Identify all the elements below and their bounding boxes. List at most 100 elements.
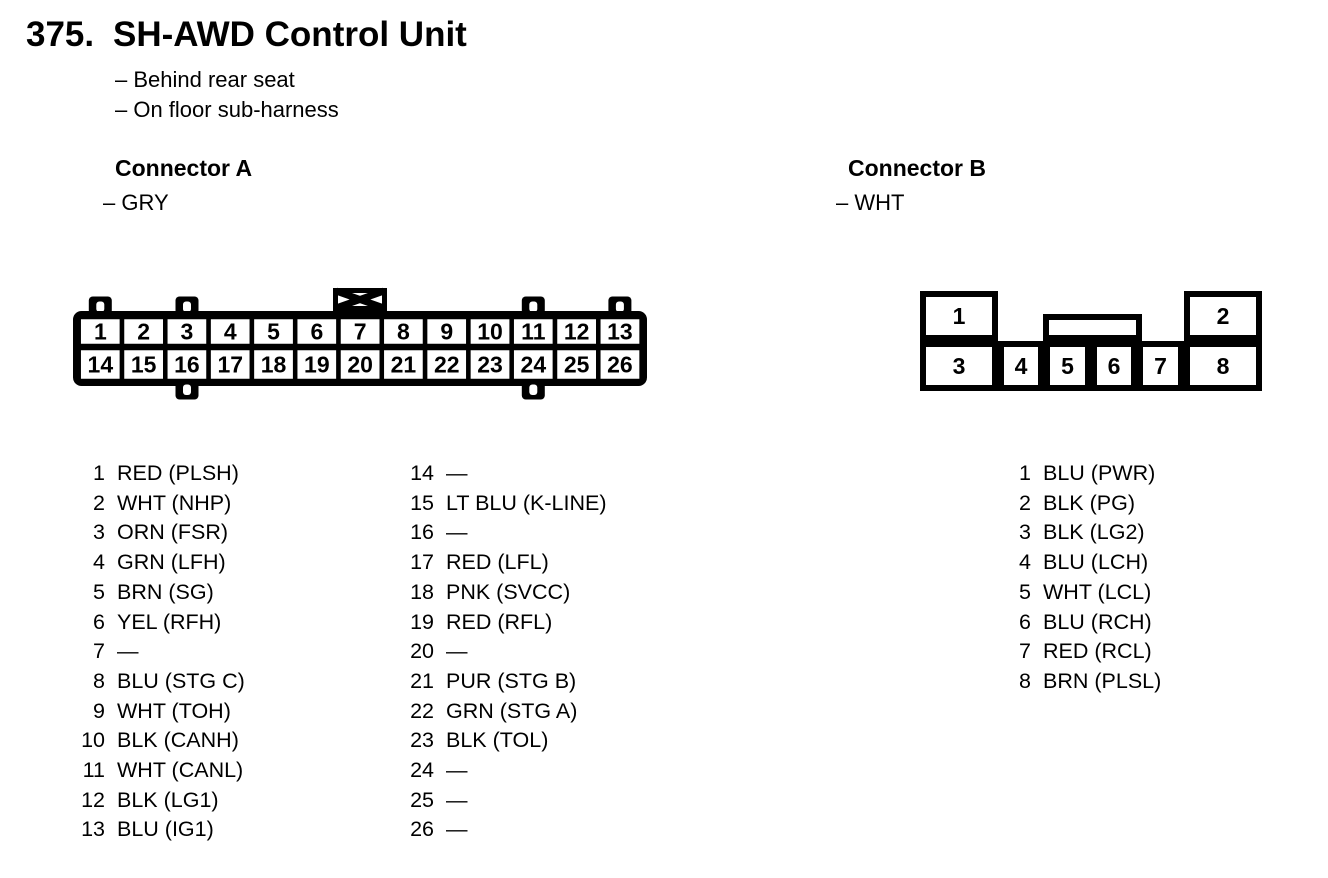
pin-row: 15 LT BLU (K-LINE) bbox=[409, 489, 607, 519]
location-notes: – Behind rear seat – On floor sub-harnes… bbox=[115, 65, 339, 124]
pin-number: 9 bbox=[93, 698, 105, 723]
pin-row: 13 BLU (IG1) bbox=[80, 815, 245, 845]
connector-a-pin-cell bbox=[509, 345, 558, 384]
pin-cell-number: 12 bbox=[564, 319, 590, 345]
pin-row: 18 PNK (SVCC) bbox=[409, 578, 607, 608]
pin-number: 21 bbox=[410, 668, 434, 693]
pin-number: 8 bbox=[1019, 668, 1031, 693]
pin-cell-number: 19 bbox=[304, 352, 330, 378]
pin-wire-label: BLU (LCH) bbox=[1043, 550, 1149, 575]
pin-number: 8 bbox=[93, 668, 105, 693]
pin-cell-number: 3 bbox=[181, 319, 194, 345]
connector-a-pin-cell bbox=[163, 345, 211, 384]
pin-cell-number: 18 bbox=[261, 352, 287, 378]
pin-number: 12 bbox=[81, 787, 105, 812]
pin-cell-number: 15 bbox=[131, 352, 157, 378]
connector-b-key-bump bbox=[1043, 314, 1142, 341]
location-note: – On floor sub-harness bbox=[115, 96, 339, 122]
pin-wire-label: GRN (STG A) bbox=[446, 698, 578, 723]
pin-cell-number: 21 bbox=[391, 352, 417, 378]
pin-wire-label: RED (RFL) bbox=[446, 609, 553, 634]
pin-cell-number: 5 bbox=[1061, 353, 1074, 379]
connector-a-bottom-tabs bbox=[175, 381, 545, 400]
pin-number: 19 bbox=[410, 609, 434, 634]
pin-cell-number: 4 bbox=[1015, 353, 1028, 379]
pin-wire-label: BRN (PLSL) bbox=[1043, 668, 1162, 693]
pin-wire-label: RED (PLSH) bbox=[117, 461, 239, 485]
pin-wire-label: WHT (CANL) bbox=[117, 758, 244, 783]
connector-a-pin-cell bbox=[596, 345, 644, 384]
page-title-text: SH-AWD Control Unit bbox=[113, 15, 467, 54]
pin-number: 1 bbox=[93, 461, 105, 485]
connector-a-pin-cell bbox=[206, 345, 255, 384]
pin-row: 17 RED (LFL) bbox=[409, 548, 607, 578]
pin-row: 19 RED (RFL) bbox=[409, 608, 607, 638]
pin-wire-label: LT BLU (K-LINE) bbox=[446, 490, 607, 515]
pin-wire-label: ORN (FSR) bbox=[117, 520, 229, 545]
pin-cell-number: 4 bbox=[224, 319, 237, 345]
pin-cell-number: 23 bbox=[477, 352, 503, 378]
pin-cell-number: 8 bbox=[1217, 353, 1230, 379]
pin-wire-label: PUR (STG B) bbox=[446, 668, 577, 693]
pin-wire-label: BLU (STG C) bbox=[117, 668, 245, 693]
connector-b-color-note: – WHT bbox=[836, 190, 905, 215]
pin-wire-label: — bbox=[446, 520, 468, 545]
pin-number: 7 bbox=[1019, 639, 1031, 664]
pin-number: 15 bbox=[410, 490, 434, 515]
pin-wire-label: PNK (SVCC) bbox=[446, 579, 571, 604]
pin-row: 4 BLU (LCH) bbox=[1006, 548, 1161, 578]
pin-wire-label: — bbox=[117, 639, 139, 664]
pin-number: 3 bbox=[93, 520, 105, 545]
pin-number: 4 bbox=[1019, 550, 1031, 575]
pin-number: 5 bbox=[93, 579, 105, 604]
pin-number: 22 bbox=[410, 698, 434, 723]
pin-cell-number: 16 bbox=[174, 352, 200, 378]
pin-wire-label: BLU (IG1) bbox=[117, 817, 214, 842]
pin-row: 8 BRN (PLSL) bbox=[1006, 667, 1161, 697]
pin-number: 2 bbox=[1019, 490, 1031, 515]
pin-wire-label: — bbox=[446, 639, 468, 664]
pin-wire-label: BLK (PG) bbox=[1043, 490, 1135, 515]
pin-wire-label: YEL (RFH) bbox=[117, 609, 222, 634]
pin-wire-label: BLK (CANH) bbox=[117, 728, 239, 753]
pin-number: 17 bbox=[410, 550, 434, 575]
pin-wire-label: GRN (LFH) bbox=[117, 550, 226, 575]
pin-row: 24— bbox=[409, 756, 607, 786]
pin-number: 24 bbox=[410, 758, 434, 783]
pin-number: 18 bbox=[410, 579, 434, 604]
pin-wire-label: RED (RCL) bbox=[1043, 639, 1152, 664]
pin-cell-number: 5 bbox=[267, 319, 280, 345]
pin-wire-label: BRN (SG) bbox=[117, 579, 214, 604]
pin-number: 10 bbox=[81, 728, 105, 753]
connector-a-heading: Connector A bbox=[115, 155, 253, 181]
pin-cell-number: 7 bbox=[354, 319, 367, 345]
pin-wire-label: RED (LFL) bbox=[446, 550, 549, 575]
pin-number: 13 bbox=[81, 817, 105, 842]
pin-cell-number: 2 bbox=[137, 319, 150, 345]
pin-cell-number: 6 bbox=[310, 319, 323, 345]
pin-row: 16— bbox=[409, 518, 607, 548]
pin-cell-number: 10 bbox=[477, 319, 503, 345]
pin-row: 8 BLU (STG C) bbox=[80, 667, 245, 697]
connector-b-heading: Connector B bbox=[848, 155, 986, 181]
pin-number: 20 bbox=[410, 639, 434, 664]
pin-row: 26— bbox=[409, 815, 607, 845]
pin-row: 7 RED (RCL) bbox=[1006, 637, 1161, 667]
page-title: 375. SH-AWD Control Unit bbox=[26, 15, 467, 55]
pin-row: 5 BRN (SG) bbox=[80, 578, 245, 608]
pin-number: 6 bbox=[1019, 609, 1031, 634]
pin-wire-label: BLU (PWR) bbox=[1043, 461, 1156, 485]
pin-wire-label: WHT (LCL) bbox=[1043, 579, 1152, 604]
pin-row: 22 GRN (STG A) bbox=[409, 697, 607, 727]
pin-row: 21 PUR (STG B) bbox=[409, 667, 607, 697]
pin-row: 7— bbox=[80, 637, 245, 667]
pin-number: 7 bbox=[93, 639, 105, 664]
